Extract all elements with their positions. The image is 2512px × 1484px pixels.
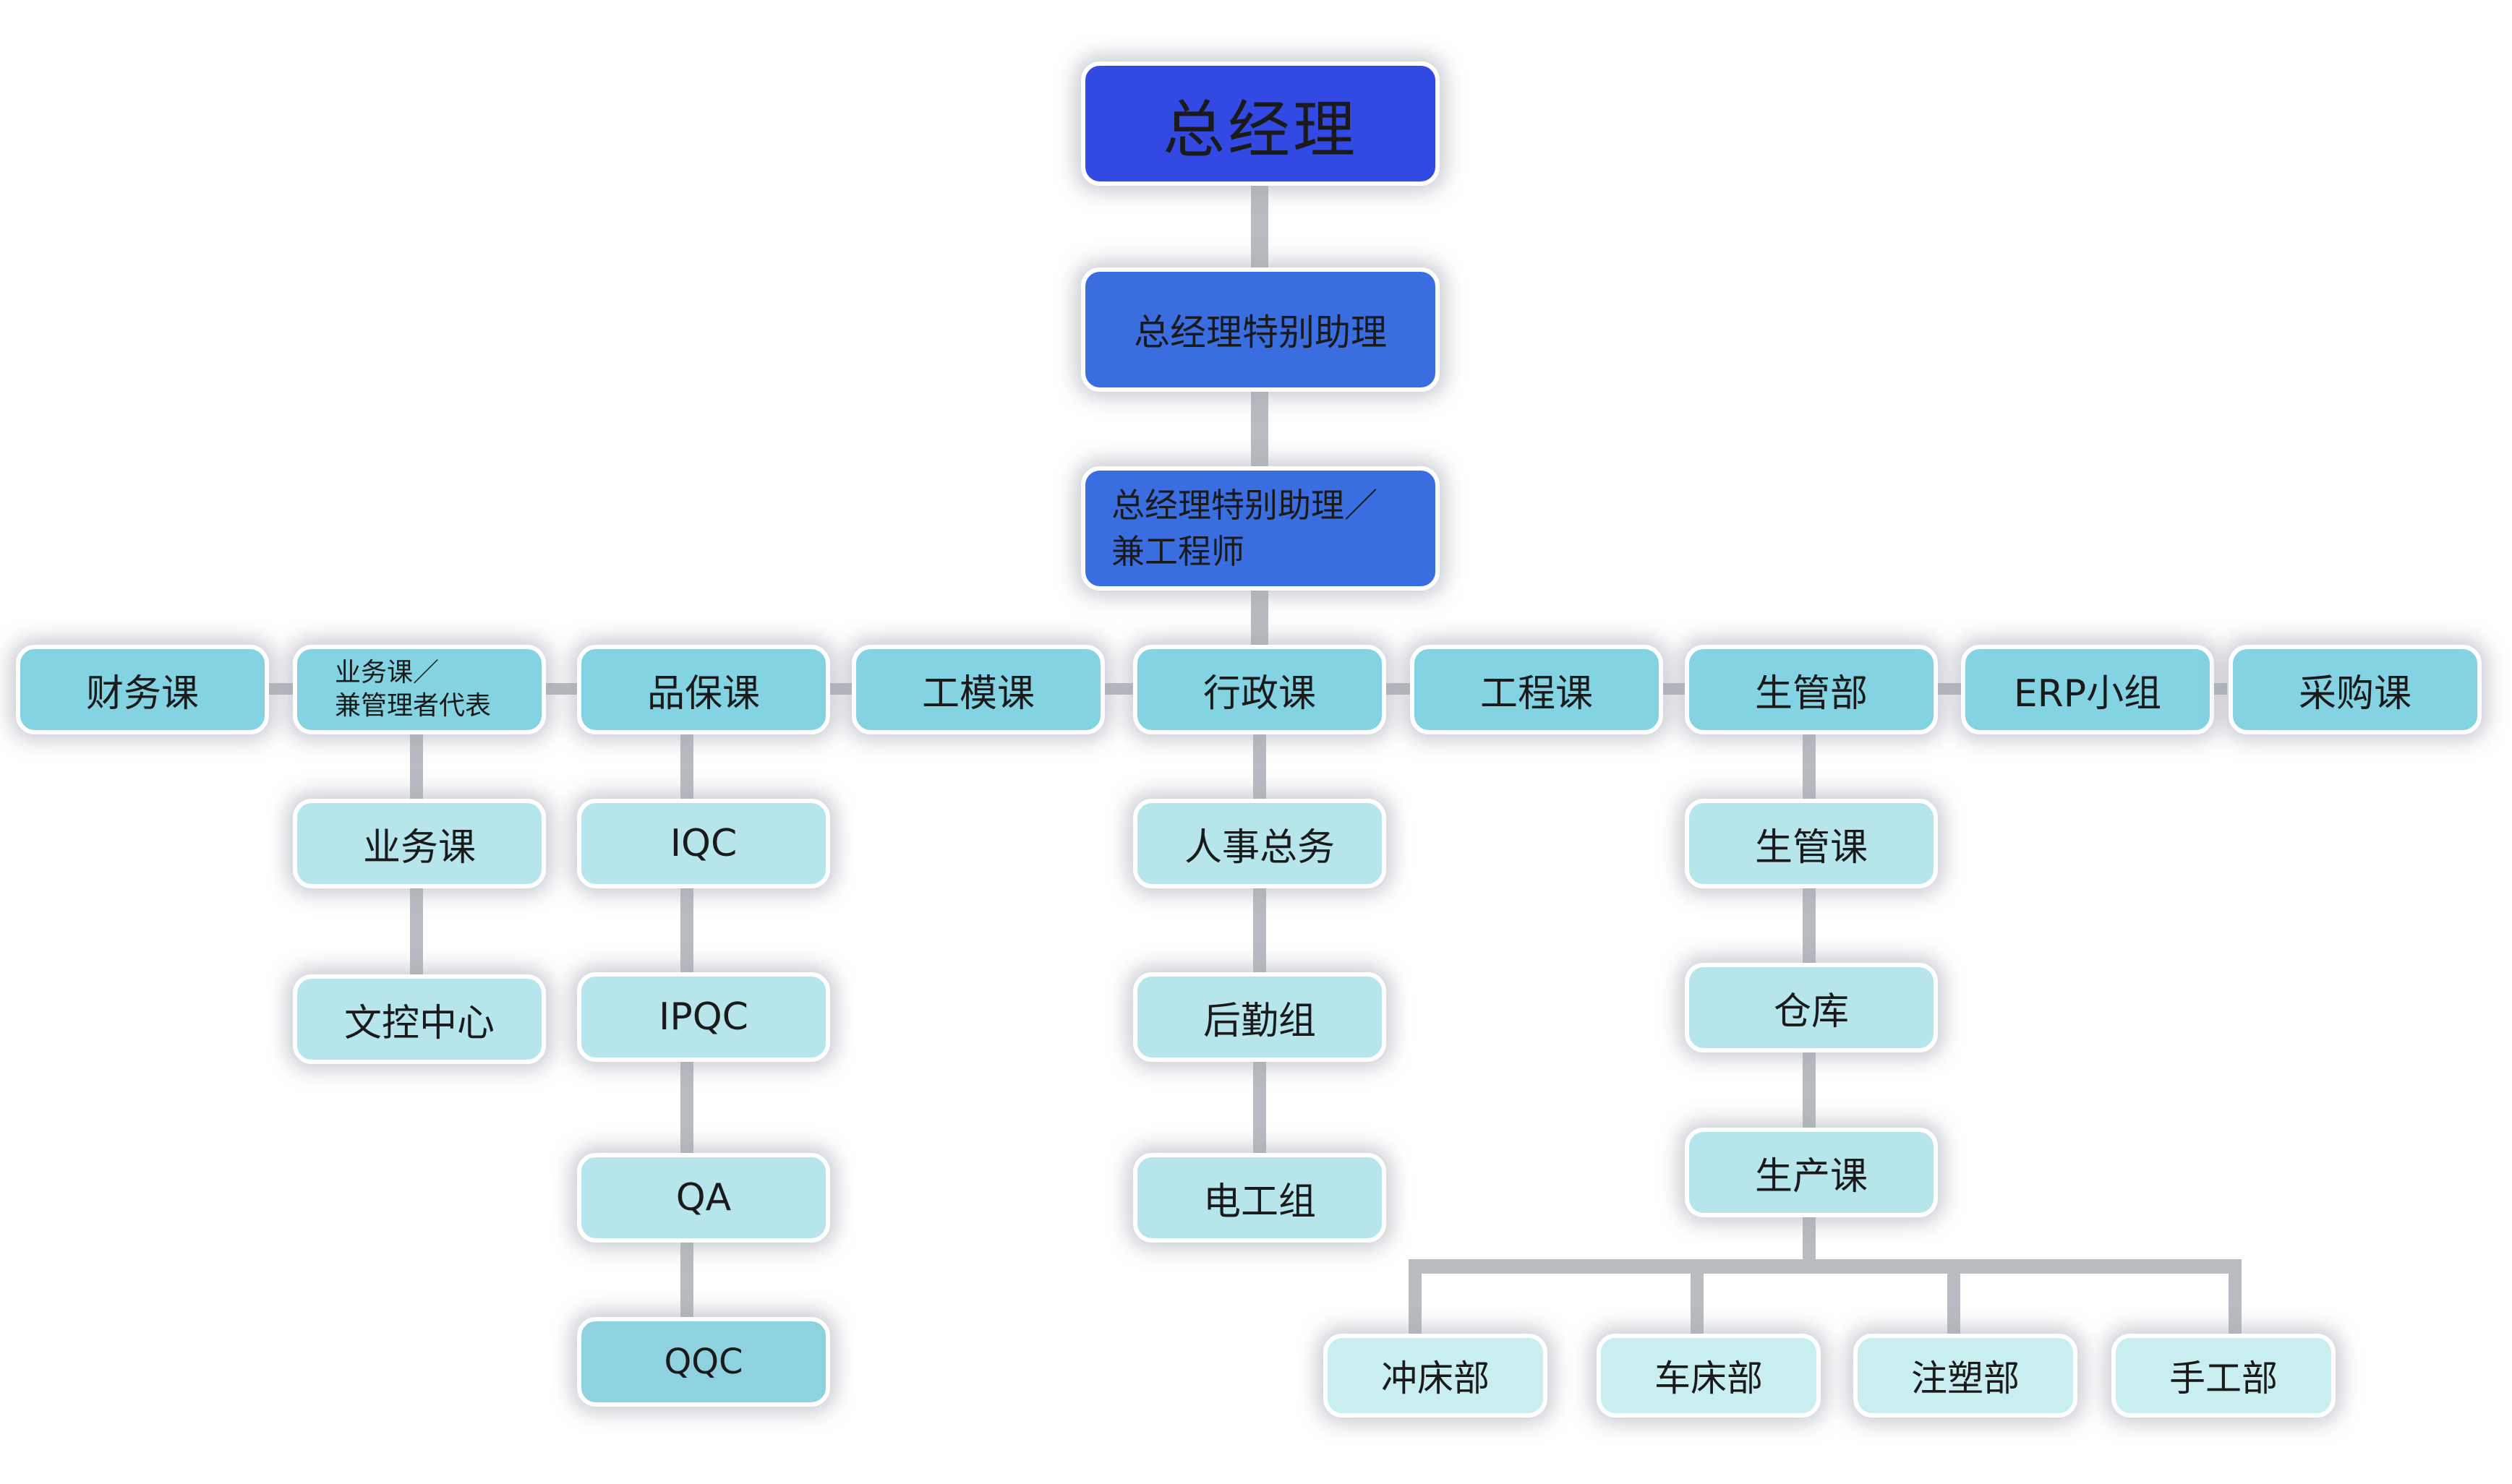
node-dept-erp: ERP小组	[1961, 645, 2214, 734]
connector	[1803, 1048, 1816, 1128]
node-label: 文控中心	[343, 1001, 495, 1045]
connector	[410, 730, 423, 804]
node-dept-admin: 行政课	[1133, 645, 1386, 734]
connector	[680, 1060, 693, 1156]
node-lathe: 车床部	[1597, 1334, 1821, 1417]
node-hr-general: 人事总务	[1133, 799, 1386, 888]
connector	[1253, 883, 1266, 974]
node-qa: QA	[577, 1153, 830, 1243]
node-label: 品保课	[646, 672, 760, 716]
node-label: 采购课	[2298, 672, 2411, 716]
connector	[1251, 184, 1268, 271]
node-label: 车床部	[1654, 1358, 1763, 1399]
node-label: 总经理特别助理	[1134, 312, 1387, 353]
node-dept-production-mgmt: 生管部	[1685, 645, 1938, 734]
node-ipqc: IPQC	[577, 972, 830, 1062]
node-label: 注塑部	[1911, 1358, 2020, 1399]
node-label: 人事总务	[1184, 825, 1335, 870]
connector	[1253, 1061, 1266, 1157]
node-production-control: 生管课	[1685, 799, 1938, 888]
node-label: 工模课	[921, 672, 1035, 716]
node-general-manager: 总经理	[1081, 61, 1440, 186]
node-dept-quality: 品保课	[577, 645, 830, 734]
connector	[680, 730, 693, 802]
node-label: 后勤组	[1202, 999, 1316, 1043]
node-label: 生管部	[1754, 672, 1868, 716]
connector	[1803, 730, 1816, 802]
node-iqc: IQC	[577, 799, 830, 888]
node-label: IPQC	[659, 995, 748, 1039]
connector	[1409, 1259, 2242, 1274]
connector	[680, 1240, 693, 1322]
connector	[1691, 1259, 1704, 1340]
node-label: 总经理特别助理／ 兼工程师	[1111, 486, 1377, 571]
connector	[1803, 1214, 1816, 1264]
node-dept-finance: 财务课	[16, 645, 269, 734]
node-assistant: 总经理特别助理	[1081, 267, 1440, 392]
connector	[1947, 1259, 1960, 1340]
node-label: 总经理	[1163, 93, 1358, 166]
node-label: 财务课	[85, 672, 199, 716]
node-business-section: 业务课	[293, 799, 546, 888]
node-label: 冲床部	[1381, 1358, 1490, 1399]
node-label: ERP小组	[2013, 672, 2162, 716]
node-electrician: 电工组	[1133, 1153, 1386, 1243]
node-label: IQC	[670, 822, 738, 865]
node-manual-work: 手工部	[2111, 1334, 2336, 1417]
node-label: QA	[675, 1176, 732, 1219]
node-label: 生管课	[1754, 825, 1868, 870]
connector	[410, 882, 423, 977]
node-label: 电工组	[1202, 1180, 1316, 1224]
node-label: 工程课	[1479, 672, 1593, 716]
node-label: 业务课	[362, 825, 476, 870]
connector	[2229, 1259, 2242, 1340]
node-qqc: QQC	[577, 1317, 830, 1407]
node-dept-purchasing: 采购课	[2229, 645, 2482, 734]
node-warehouse: 仓库	[1685, 963, 1938, 1052]
node-dept-tooling: 工模课	[852, 645, 1105, 734]
node-label: QQC	[664, 1342, 743, 1382]
node-assistant-engineer: 总经理特别助理／ 兼工程师	[1081, 466, 1440, 591]
node-dept-engineering: 工程课	[1410, 645, 1663, 734]
node-document-control: 文控中心	[293, 974, 546, 1064]
node-label: 生产课	[1754, 1154, 1868, 1198]
node-logistics: 后勤组	[1133, 972, 1386, 1062]
node-injection-molding: 注塑部	[1853, 1334, 2077, 1417]
node-label: 手工部	[2169, 1358, 2278, 1399]
connector	[1409, 1259, 1422, 1340]
node-label: 行政课	[1202, 672, 1316, 716]
node-dept-business-rep: 业务课／ 兼管理者代表	[293, 645, 546, 734]
node-label: 业务课／ 兼管理者代表	[335, 658, 492, 721]
connector	[680, 882, 693, 974]
node-production-section: 生产课	[1685, 1128, 1938, 1217]
node-label: 仓库	[1773, 990, 1849, 1034]
connector	[1253, 730, 1266, 802]
node-punch-press: 冲床部	[1323, 1334, 1547, 1417]
connector	[1251, 587, 1268, 652]
connector	[1251, 389, 1268, 470]
connector	[1803, 883, 1816, 964]
